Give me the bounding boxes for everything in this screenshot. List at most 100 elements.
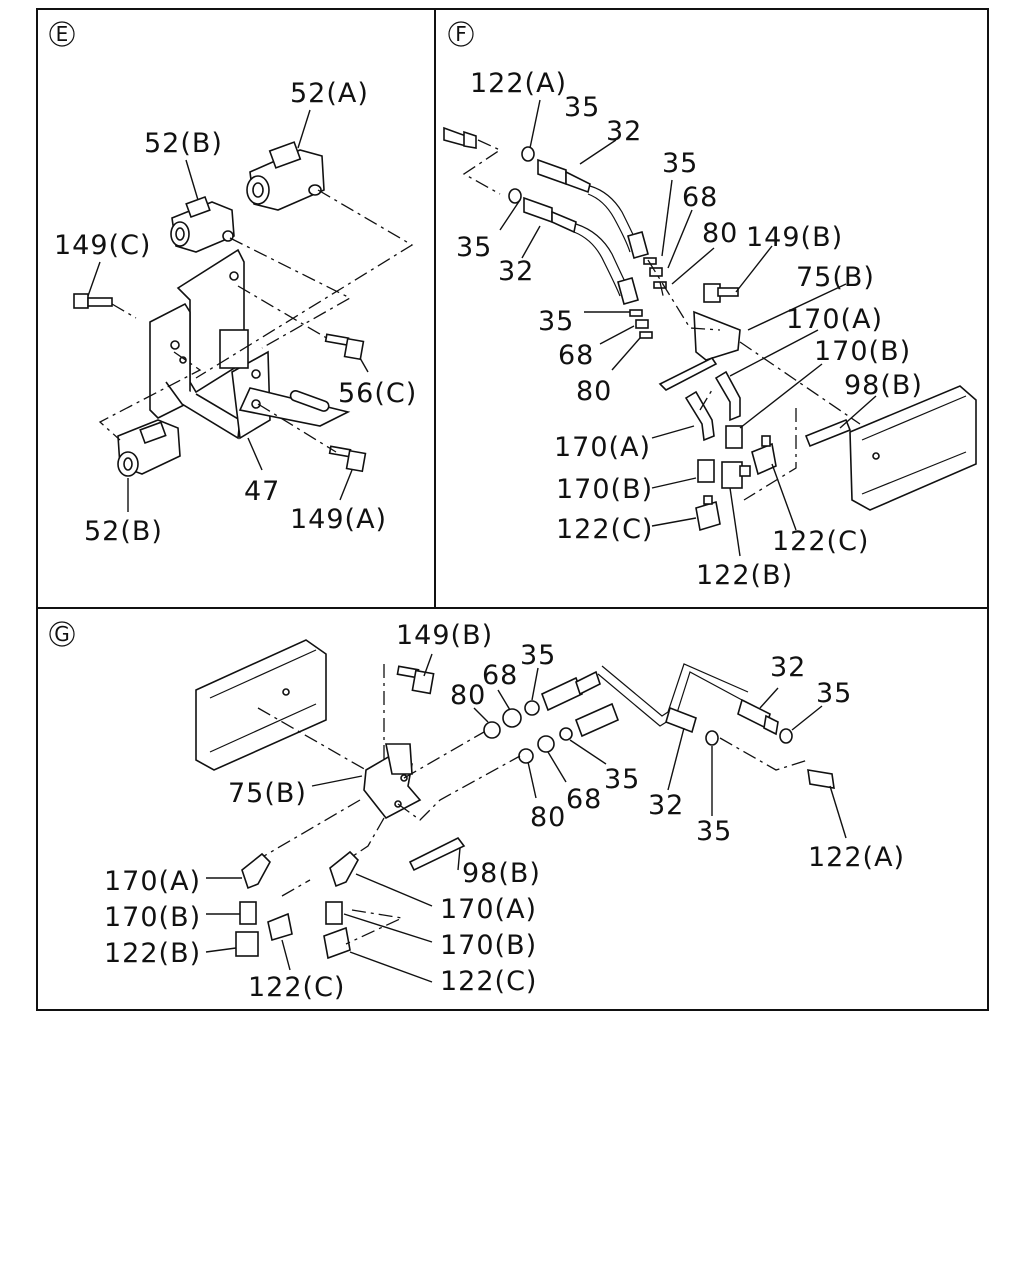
pipe-32-g-upper-left <box>540 670 601 712</box>
panel-marker-f: F <box>448 21 474 47</box>
label-35-f-d: 35 <box>538 306 574 337</box>
label-35-g-c: 35 <box>604 764 640 795</box>
label-35-f-a: 35 <box>564 92 600 123</box>
panel-marker-g: G <box>49 621 75 647</box>
fitting-122c-right-f <box>751 435 777 476</box>
label-75b-g: 75(B) <box>228 778 307 809</box>
bolt-149b-g <box>396 665 435 695</box>
nut-68-g-upper <box>502 708 522 728</box>
spacer-170b-right-g <box>325 901 343 925</box>
label-122b-g: 122(B) <box>104 938 201 969</box>
bolt-149a <box>328 445 367 473</box>
label-47: 47 <box>244 476 280 507</box>
label-122c-g-right: 122(C) <box>440 966 537 997</box>
label-35-g-b: 35 <box>816 678 852 709</box>
fitting-122c-left-f <box>695 495 721 532</box>
label-68-g-b: 68 <box>566 784 602 815</box>
fitting-122b-f <box>721 461 751 489</box>
label-98b-g: 98(B) <box>462 858 541 889</box>
label-32-f-a: 32 <box>606 116 642 147</box>
label-56c: 56(C) <box>338 378 417 409</box>
label-80-f-a: 80 <box>702 218 738 249</box>
label-170a-g-left: 170(A) <box>104 866 201 897</box>
pipe-32-g-lower <box>574 702 697 738</box>
connector-122a-g <box>807 769 835 789</box>
washer-35-g-lower <box>559 727 573 741</box>
elbow-170a-right-f <box>714 370 741 422</box>
panel-marker-g-label: G <box>54 622 70 646</box>
label-122c-f-right: 122(C) <box>772 526 869 557</box>
label-149a: 149(A) <box>290 504 387 535</box>
pipe-32-g-upper-right <box>737 698 779 736</box>
fitting-122c-left-g <box>267 912 293 942</box>
label-32-g-b: 32 <box>648 790 684 821</box>
panel-marker-e-label: E <box>56 22 69 46</box>
label-75b-f: 75(B) <box>796 262 875 293</box>
label-35-f-c: 35 <box>662 148 698 179</box>
panel-frames <box>36 8 989 1011</box>
tee-fitting-52b-top <box>170 195 235 253</box>
label-170a-g-right: 170(A) <box>440 894 537 925</box>
label-122c-g-left: 122(C) <box>248 972 345 1003</box>
panel-marker-f-label: F <box>455 22 467 46</box>
outer-frame <box>36 8 989 1011</box>
label-32-f-b: 32 <box>498 256 534 287</box>
bracket-75b-g <box>363 743 422 820</box>
pipe-32-lower <box>523 196 639 305</box>
washer-35-g-mid <box>705 730 719 746</box>
spacer-170b-left-g <box>239 901 257 925</box>
label-52b-top: 52(B) <box>144 128 223 159</box>
panel-g <box>195 639 847 983</box>
panel-f <box>443 99 977 557</box>
label-149b-g: 149(B) <box>396 620 493 651</box>
label-68-f-a: 68 <box>682 182 718 213</box>
label-68-g-a: 68 <box>482 660 518 691</box>
nut-68-b <box>635 319 649 329</box>
frame-rail-g <box>195 639 327 771</box>
label-170b-f-left: 170(B) <box>556 474 653 505</box>
label-170a-f-left: 170(A) <box>554 432 651 463</box>
tee-fitting-52a <box>246 141 325 211</box>
bolt-149c <box>73 293 113 309</box>
part-labels: 52(A) 52(B) 149(C) 56(C) 47 149(A) 52(B)… <box>54 68 923 1003</box>
washer-35-b <box>508 188 522 204</box>
washer-35-g-upper <box>524 700 540 716</box>
label-122b-f: 122(B) <box>696 560 793 591</box>
label-35-g-a: 35 <box>520 640 556 671</box>
label-32-g-a: 32 <box>770 652 806 683</box>
washer-35-g-right <box>779 728 793 744</box>
label-98b-f: 98(B) <box>844 370 923 401</box>
fitting-122b-g <box>235 931 259 957</box>
label-149c: 149(C) <box>54 230 151 261</box>
label-170b-g-right: 170(B) <box>440 930 537 961</box>
label-122a-f: 122(A) <box>470 68 567 99</box>
bracket-75b-f <box>658 310 741 391</box>
label-35-g-d: 35 <box>696 816 732 847</box>
washer-35-a <box>521 146 535 162</box>
ring-80-g-upper <box>483 721 501 739</box>
bolt-149b-f <box>703 283 739 303</box>
panel-marker-e: E <box>49 21 75 47</box>
label-35-f-b: 35 <box>456 232 492 263</box>
tube-98b-f <box>804 418 852 448</box>
pipe-32-upper <box>537 158 649 259</box>
fitting-122c-right-g <box>323 926 351 960</box>
spacer-170b-left-f <box>697 459 715 483</box>
label-68-f-b: 68 <box>558 340 594 371</box>
tee-fitting-52b-bottom <box>117 419 181 477</box>
label-122a-g: 122(A) <box>808 842 905 873</box>
label-170b-f-right: 170(B) <box>814 336 911 367</box>
panel-e <box>73 109 414 512</box>
label-52a: 52(A) <box>290 78 369 109</box>
ring-80-g-lower <box>518 748 534 764</box>
label-80-f-b: 80 <box>576 376 612 407</box>
bolt-56c <box>324 333 365 361</box>
label-122c-f-left: 122(C) <box>556 514 653 545</box>
spacer-170b-right-f <box>725 425 743 449</box>
tube-98b-g <box>408 836 466 872</box>
elbow-170a-right-g <box>329 850 359 888</box>
elbow-170a-left-g <box>241 852 271 890</box>
washer-35-d <box>629 309 643 317</box>
label-52b-bottom: 52(B) <box>84 516 163 547</box>
